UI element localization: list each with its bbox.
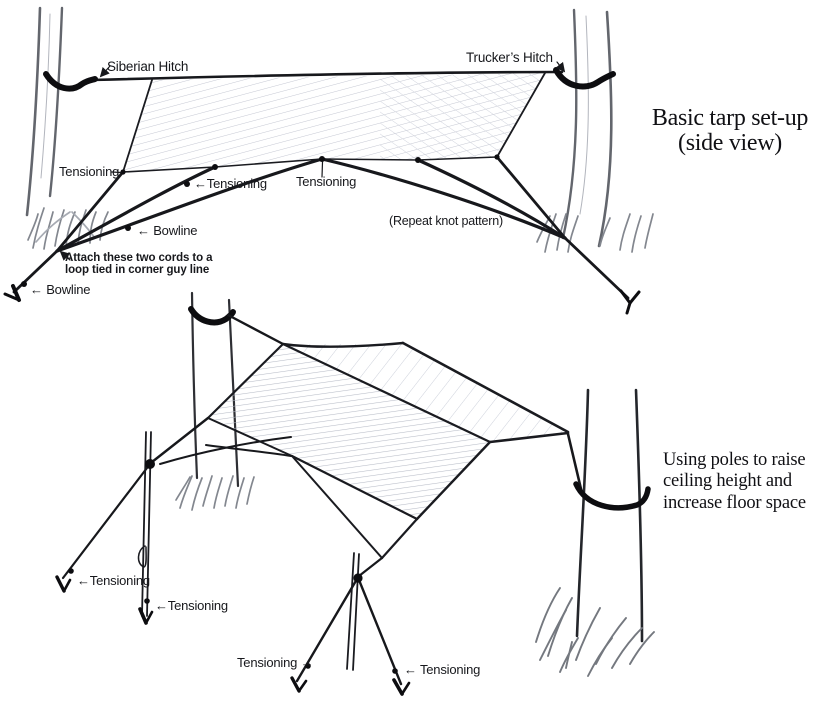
bottom-tree-knot <box>573 481 651 511</box>
top-right-stake <box>619 289 641 315</box>
label-tensioning-left: Tensioning <box>59 164 120 179</box>
bottom-diagram <box>55 291 655 696</box>
top-right-tree <box>561 8 613 248</box>
siberian-hitch-knot <box>43 71 98 92</box>
label-tensioning-pole-upper: ←Tensioning <box>77 573 150 588</box>
ridge-line <box>89 70 564 82</box>
top-diagram-title: Basic tarp set-up (side view) <box>625 105 835 157</box>
top-label-pointers <box>59 61 566 261</box>
label-tensioning-center-left: Tensioning → <box>237 655 314 670</box>
bottom-right-grass <box>535 587 655 677</box>
note-attach-line-1: Attach these two cords to a <box>65 252 213 264</box>
bottom-diagram-caption: Using poles to raise ceiling height and … <box>663 450 806 514</box>
label-tensioning-center: Tensioning <box>296 174 357 189</box>
bottom-guy-lines <box>61 313 583 686</box>
title-line-1: Basic tarp set-up <box>651 105 809 131</box>
top-diagram <box>3 6 654 315</box>
label-bowline-mid: ← Bowline <box>137 223 198 238</box>
bottom-small-tree-knot <box>188 306 236 326</box>
label-tensioning-mid: ←Tensioning <box>194 176 267 191</box>
center-pole-knot <box>353 573 363 583</box>
top-right-guy-lines <box>320 155 630 300</box>
left-pole-knot <box>145 459 155 469</box>
bottom-attachment-points <box>68 568 398 674</box>
label-siberian-hitch: Siberian Hitch <box>107 59 189 74</box>
caption-line-1: Using poles to raise <box>663 450 806 470</box>
bottom-stakes <box>55 575 411 696</box>
note-attach-line-2: loop tied in corner guy line <box>65 264 210 277</box>
label-repeat-knot-pattern: (Repeat knot pattern) <box>389 214 503 228</box>
bottom-small-tree-grass <box>175 475 255 511</box>
caption-line-3: increase floor space <box>663 492 806 513</box>
label-bowline-stake: ← Bowline <box>30 282 91 297</box>
label-truckers-hitch: Trucker’s Hitch <box>466 50 553 65</box>
note-attach-cords: Attach these two cords to a loop tied in… <box>65 252 213 277</box>
label-tensioning-pole-lower: ←Tensioning <box>155 598 228 613</box>
top-left-guy-lines <box>12 157 324 294</box>
label-tensioning-center-right: ← Tensioning <box>404 662 481 677</box>
top-tarp <box>122 72 546 173</box>
center-pole <box>346 552 360 671</box>
top-left-stake <box>3 284 21 302</box>
caption-line-2: ceiling height and <box>663 471 792 492</box>
bottom-right-tree <box>575 388 644 643</box>
top-left-tree <box>25 6 64 217</box>
top-attachment-points <box>21 154 500 287</box>
title-line-2: (side view) <box>678 130 782 157</box>
truckers-hitch-knot <box>553 67 616 90</box>
bottom-tarp <box>206 341 570 560</box>
